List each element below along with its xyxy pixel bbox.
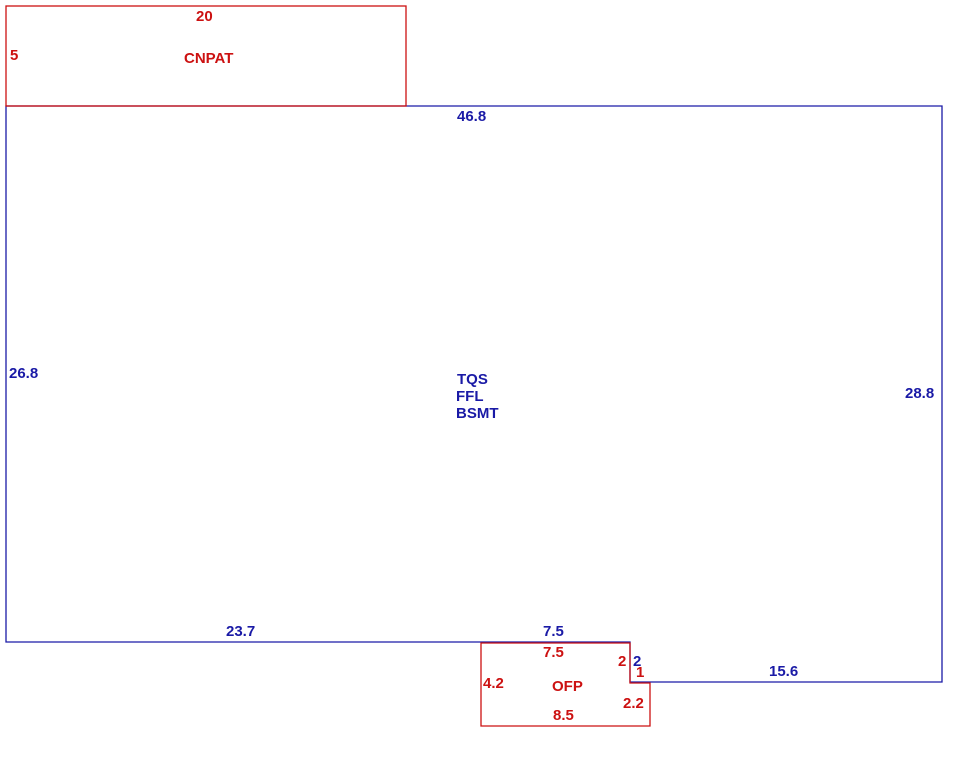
main-top-dimension: 46.8 xyxy=(457,108,486,125)
ofp-top-dimension: 7.5 xyxy=(543,644,564,661)
cnpat-outline xyxy=(5,5,407,107)
main-left-dimension: 26.8 xyxy=(9,365,38,382)
cnpat-left-dimension: 5 xyxy=(10,47,18,64)
cnpat-top-dimension: 20 xyxy=(196,8,213,25)
main-bottom-right-dimension: 15.6 xyxy=(769,663,798,680)
main-area-label-line-1: TQS xyxy=(457,371,488,388)
main-right-dimension: 28.8 xyxy=(905,385,934,402)
main-step-dimension: 2 xyxy=(633,653,641,670)
ofp-area-label: OFP xyxy=(552,678,583,695)
main-area-label-line-2: FFL xyxy=(456,388,484,405)
ofp-bottom-dimension: 8.5 xyxy=(553,707,574,724)
main-area-label-line-3: BSMT xyxy=(456,405,499,422)
ofp-outline xyxy=(480,642,651,727)
ofp-notch-dimension: 1 xyxy=(636,664,644,681)
ofp-right-lower-dimension: 2.2 xyxy=(623,695,644,712)
ofp-right-upper-dimension: 2 xyxy=(618,653,626,670)
cnpat-area-label: CNPAT xyxy=(184,50,233,67)
ofp-left-dimension: 4.2 xyxy=(483,675,504,692)
main-bottom-mid-dimension: 7.5 xyxy=(543,623,564,640)
main-bottom-left-dimension: 23.7 xyxy=(226,623,255,640)
